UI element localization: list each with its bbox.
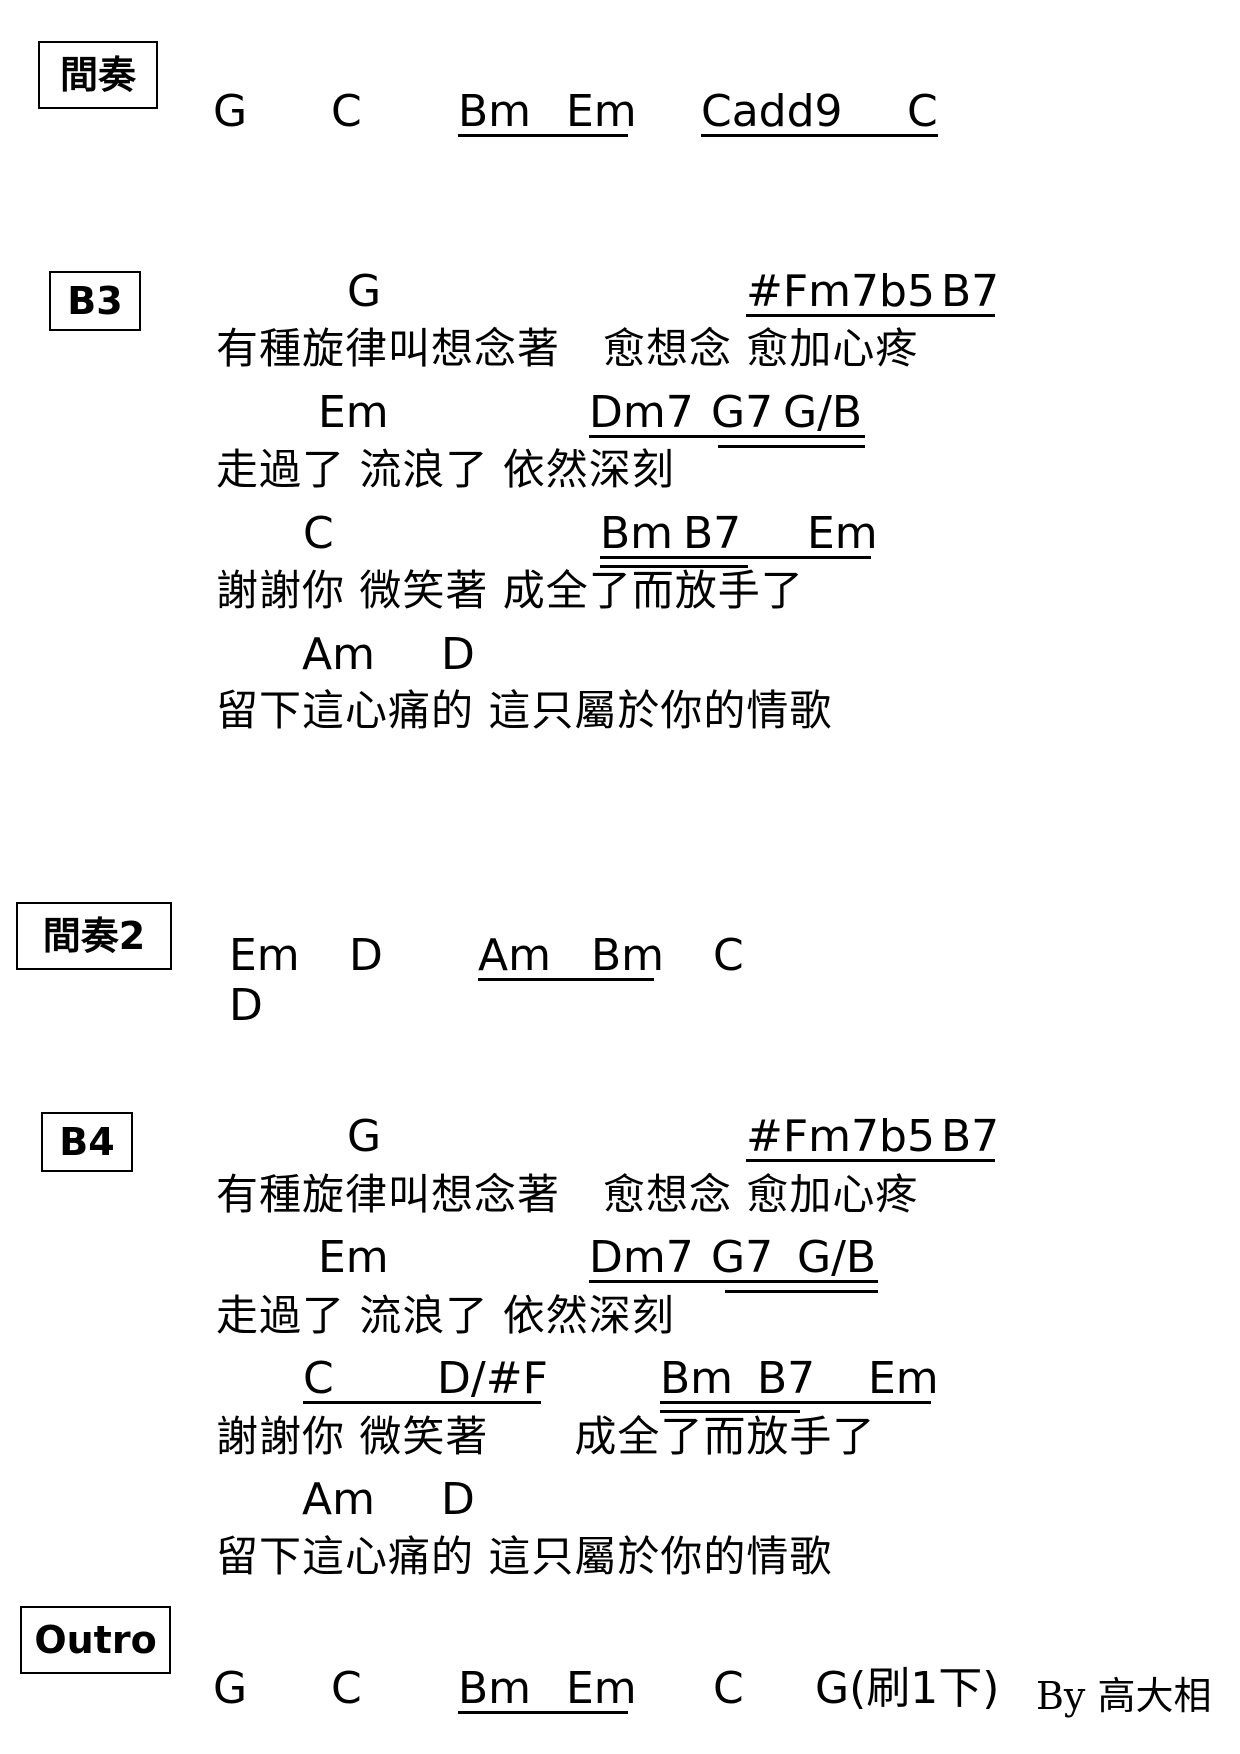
chord: D — [229, 980, 263, 1031]
chord: C — [303, 508, 334, 559]
chord-underline — [660, 1401, 931, 1404]
section-label-b4: B4 — [41, 1112, 133, 1172]
chord-underline — [589, 435, 865, 438]
chord: G/B — [797, 1232, 877, 1283]
lyric-line: 謝謝你 微笑著 成全了而放手了 — [216, 566, 804, 615]
chord: Bm — [458, 86, 532, 137]
chord-underline — [458, 1711, 628, 1714]
chord: D/#F — [437, 1353, 548, 1404]
credit-author: By 高大相 — [1036, 1674, 1212, 1718]
chord: B7 — [683, 508, 742, 559]
chord: G — [347, 266, 382, 317]
chord: C — [303, 1353, 334, 1404]
chord-underline — [600, 556, 871, 559]
chord: Bm — [600, 508, 674, 559]
chord: G(刷1下) — [815, 1663, 1000, 1714]
chord-underline — [660, 1410, 800, 1413]
chord: G — [213, 86, 248, 137]
chord: #Fm7b5 — [746, 266, 935, 317]
chord: Em — [868, 1353, 939, 1404]
chord: Am — [478, 930, 551, 981]
chord: Bm — [591, 930, 665, 981]
chord: G — [347, 1111, 382, 1162]
lyric-line: 有種旋律叫想念著 愈想念 愈加心疼 — [216, 1170, 919, 1219]
chord: D — [441, 629, 475, 680]
lyric-line: 留下這心痛的 這只屬於你的情歌 — [216, 686, 833, 735]
chord: Bm — [660, 1353, 734, 1404]
chord: B7 — [757, 1353, 816, 1404]
chord: G/B — [783, 387, 863, 438]
chord: G7 — [711, 1232, 774, 1283]
chord: Dm7 — [589, 1232, 694, 1283]
chord: G7 — [711, 387, 774, 438]
chord-underline — [725, 1290, 878, 1293]
lyric-line: 走過了 流浪了 依然深刻 — [216, 1291, 675, 1340]
chord-underline — [478, 978, 654, 981]
lyric-line: 留下這心痛的 這只屬於你的情歌 — [216, 1532, 833, 1581]
section-label-outro: Outro — [20, 1606, 171, 1674]
chord-underline — [701, 134, 938, 137]
chord-underline — [746, 1159, 995, 1162]
chord-underline — [589, 1280, 878, 1283]
chord: Em — [566, 86, 637, 137]
chord-underline — [746, 314, 995, 317]
chord: C — [907, 86, 938, 137]
chord-underline — [458, 134, 628, 137]
chord: Am — [302, 629, 375, 680]
chord-underline — [600, 565, 748, 568]
section-label-b3: B3 — [49, 271, 141, 331]
lyric-line: 有種旋律叫想念著 愈想念 愈加心疼 — [216, 324, 919, 373]
lyric-line: 謝謝你 微笑著 成全了而放手了 — [216, 1412, 876, 1461]
chord: #Fm7b5 — [746, 1111, 935, 1162]
chord: Em — [566, 1663, 637, 1714]
chord: Em — [807, 508, 878, 559]
chord: Dm7 — [589, 387, 694, 438]
chord: C — [713, 1663, 744, 1714]
chord-underline — [718, 445, 865, 448]
chord: C — [713, 930, 744, 981]
chord: C — [331, 86, 362, 137]
lyric-line: 走過了 流浪了 依然深刻 — [216, 445, 675, 494]
section-label-interlude-2: 間奏2 — [16, 902, 172, 970]
chord: D — [441, 1474, 475, 1525]
chord: Bm — [458, 1663, 532, 1714]
chord: Em — [318, 1232, 389, 1283]
chord: C — [331, 1663, 362, 1714]
chord: G — [213, 1663, 248, 1714]
chord: Em — [229, 930, 300, 981]
chord-underline — [303, 1401, 541, 1404]
chord: B7 — [941, 266, 1000, 317]
chord: D — [349, 930, 383, 981]
chord: Cadd9 — [701, 86, 843, 137]
section-label-interlude: 間奏 — [38, 41, 158, 109]
chord: Em — [318, 387, 389, 438]
chord: B7 — [941, 1111, 1000, 1162]
chord: Am — [302, 1474, 375, 1525]
